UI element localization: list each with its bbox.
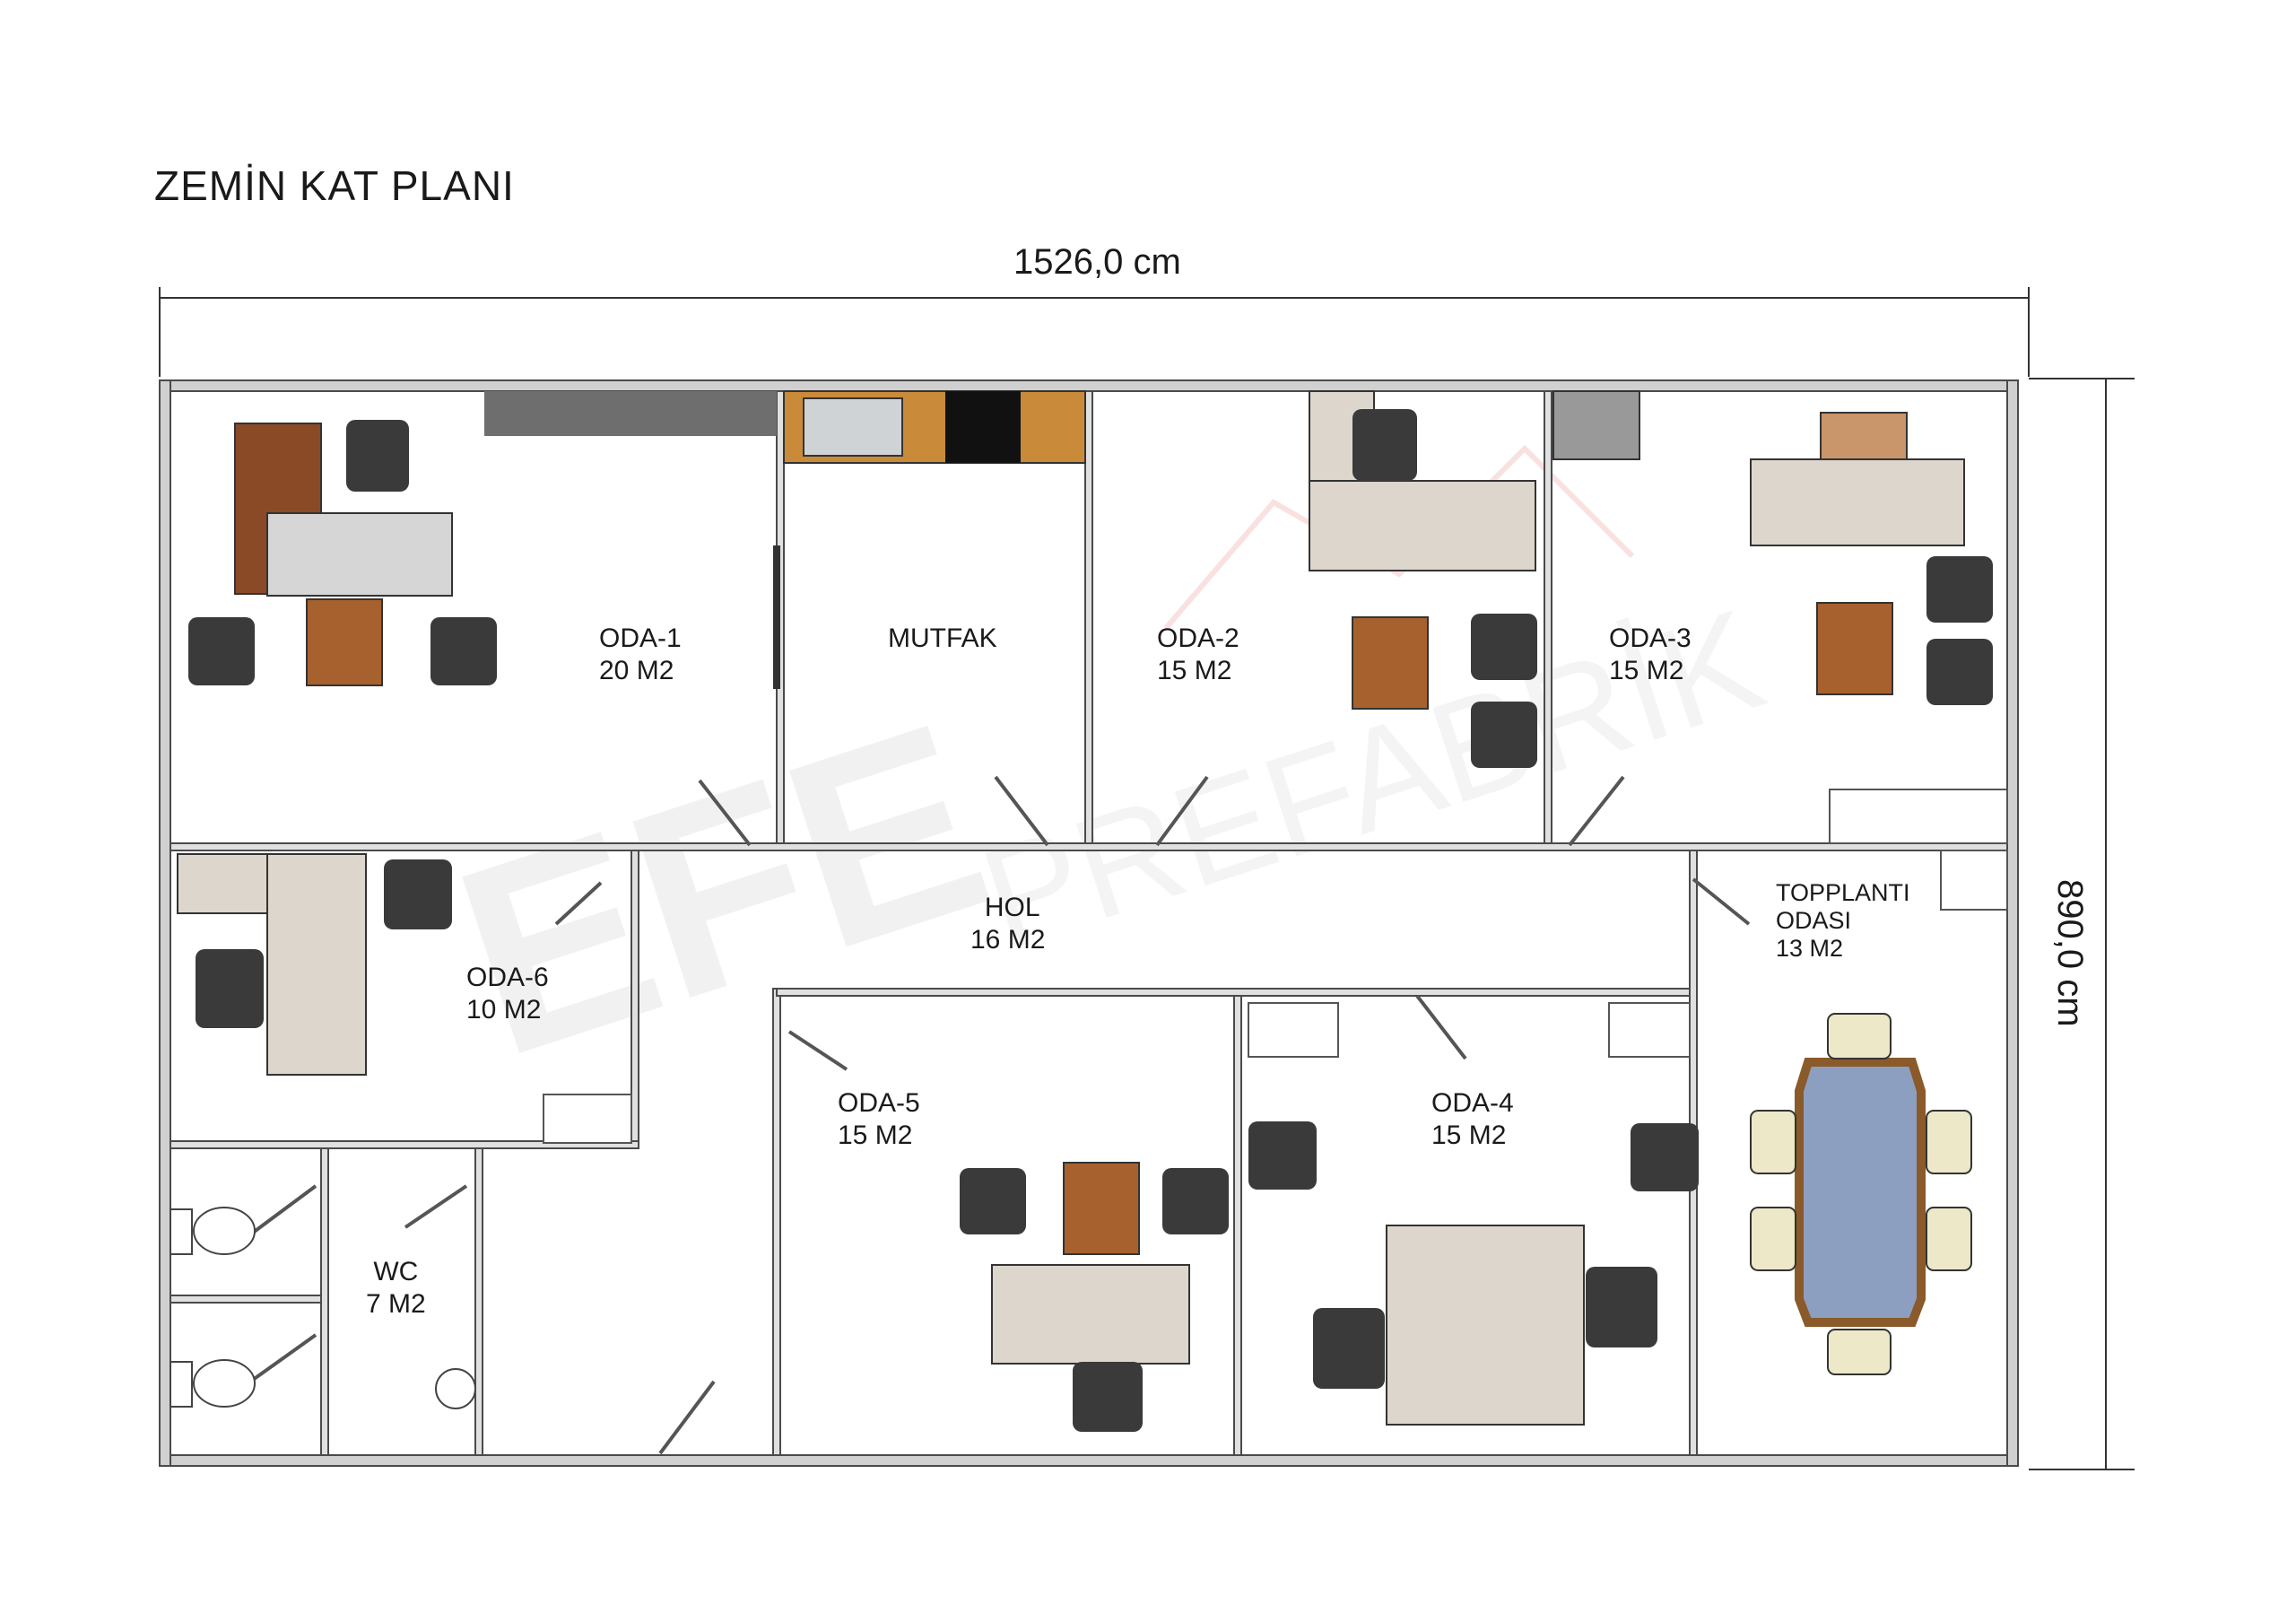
room-label-oda-6: ODA-6 10 M2	[466, 962, 549, 1026]
room-area: 15 M2	[838, 1121, 913, 1150]
width-dimension-label: 1526,0 cm	[1013, 242, 1181, 282]
wc-fixtures	[170, 1207, 476, 1409]
room-area: 10 M2	[466, 995, 542, 1025]
oda-6-furniture	[177, 853, 632, 1144]
exterior-walls	[159, 379, 2019, 1467]
svg-text:EFE: EFE	[427, 665, 1018, 1113]
plan-title: ZEMİN KAT PLANI	[154, 162, 515, 209]
oda-1-furniture	[188, 391, 777, 686]
room-name: ODA-5	[838, 1088, 920, 1118]
room-name: HOL	[984, 893, 1040, 922]
room-name: ODA-3	[1609, 624, 1692, 653]
meeting-room-furniture	[1750, 850, 2008, 1375]
room-name: MUTFAK	[888, 624, 997, 653]
mutfak-counter	[773, 390, 1086, 689]
room-name: WC	[373, 1257, 419, 1286]
room-name-line-2: ODASI	[1776, 907, 1852, 934]
room-label-oda-2: ODA-2 15 M2	[1157, 623, 1239, 687]
room-name: ODA-1	[599, 624, 682, 653]
oda-5-furniture	[960, 1162, 1229, 1432]
room-name: ODA-6	[466, 963, 549, 992]
room-label-oda-1: ODA-1 20 M2	[599, 623, 682, 687]
dimension-lines	[159, 287, 2135, 1470]
room-label-wc: WC 7 M2	[366, 1256, 426, 1321]
doors	[251, 775, 1751, 1455]
room-area: 15 M2	[1157, 656, 1232, 685]
room-label-oda-4: ODA-4 15 M2	[1431, 1087, 1514, 1152]
room-name: TOPPLANTI	[1776, 879, 1910, 906]
room-name: ODA-2	[1157, 624, 1239, 653]
room-area: 15 M2	[1609, 656, 1684, 685]
oda-2-furniture	[1309, 390, 1537, 768]
room-area: 20 M2	[599, 656, 674, 685]
oda-4-furniture	[1248, 1002, 1699, 1426]
room-name: ODA-4	[1431, 1088, 1514, 1118]
room-area: 13 M2	[1776, 935, 1844, 962]
room-label-mutfak: MUTFAK	[888, 623, 997, 655]
room-area: 7 M2	[366, 1289, 426, 1319]
watermark: EFE PREFABRİK	[427, 444, 1780, 1113]
oda-3-furniture	[1552, 390, 2008, 844]
room-label-hol: HOL 16 M2	[970, 892, 1045, 956]
room-label-oda-5: ODA-5 15 M2	[838, 1087, 920, 1152]
room-area: 16 M2	[970, 925, 1046, 955]
room-area: 15 M2	[1431, 1121, 1507, 1150]
room-label-oda-3: ODA-3 15 M2	[1609, 623, 1692, 687]
room-label-toplanti-odasi: TOPPLANTI ODASI 13 M2	[1776, 879, 1910, 963]
